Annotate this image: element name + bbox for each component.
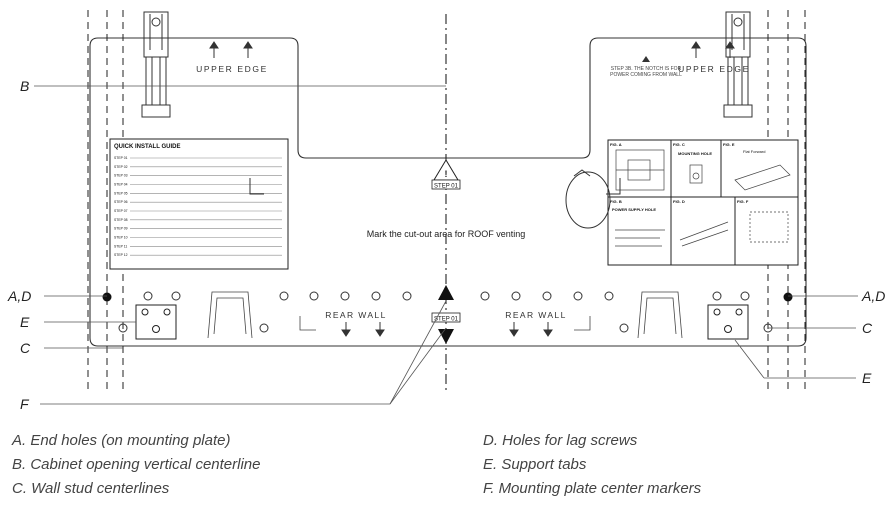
roof-venting-note: Mark the cut-out area for ROOF venting (367, 229, 526, 239)
notch-note-line-1: STEP 3B. THE NOTCH IS FOR (611, 66, 682, 72)
step-01-warning-icon: ! (431, 159, 461, 190)
step-01-label-bottom: STEP 01 (434, 317, 459, 323)
support-tab-right (707, 304, 749, 340)
notch-arrow-icon (642, 56, 650, 62)
legend-item-d: D. Holes for lag screws (483, 432, 638, 449)
upper-edge-arrows-left (209, 41, 253, 58)
upper-edge-arrows-right (691, 41, 735, 58)
lag-screw-hole-left (102, 292, 112, 302)
fig-c-label: FIG. C (673, 142, 685, 147)
fig-e-label: FIG. E (723, 142, 735, 147)
lag-screw-hole-right (783, 292, 793, 302)
center-marker-up-icon (438, 285, 454, 300)
hanger-bracket-left (141, 11, 171, 118)
guide-title: QUICK INSTALL GUIDE (114, 144, 180, 150)
upper-edge-label-left: UPPER EDGE (196, 64, 268, 74)
guide-step-label: STEP 07 (114, 209, 128, 213)
hanger-bracket-right (723, 11, 753, 118)
callout-e-right: E (862, 370, 872, 386)
rear-wall-label-right: REAR WALL (505, 310, 566, 320)
fig-a-label: FIG. A (610, 142, 622, 147)
power-cord-notch (573, 169, 591, 177)
guide-steps: STEP 01 STEP 02 STEP 03 STEP 04 STEP 05 STEP … (114, 156, 282, 257)
legend-item-e: E. Support tabs (483, 456, 587, 473)
fig-b-label: FIG. B (610, 199, 622, 204)
guide-step-label: STEP 01 (114, 156, 128, 160)
callout-c-right: C (862, 320, 873, 336)
support-tab-left (135, 304, 177, 340)
bottom-brackets (207, 291, 683, 339)
callout-c-left: C (20, 340, 31, 356)
figure-sketches (615, 149, 791, 247)
callout-e-left: E (20, 314, 30, 330)
fig-d-label: FIG. D (673, 199, 685, 204)
flat-forward-label: Flat Forward (743, 149, 765, 154)
legend-item-f: F. Mounting plate center markers (483, 480, 702, 497)
guide-step-label: STEP 12 (114, 253, 128, 257)
upper-edge-label-right: UPPER EDGE (678, 64, 750, 74)
callout-b: B (20, 78, 30, 94)
guide-step-label: STEP 03 (114, 174, 128, 178)
leader-lines (34, 85, 858, 405)
callout-f: F (20, 396, 29, 412)
center-marker-down-icon (438, 329, 454, 344)
cutout-marks (249, 178, 621, 195)
rear-wall-label-left: REAR WALL (325, 310, 386, 320)
guide-step-label: STEP 02 (114, 165, 128, 169)
legend-item-c: C. Wall stud centerlines (12, 480, 170, 497)
guide-step-label: STEP 05 (114, 191, 128, 195)
svg-text:!: ! (445, 169, 448, 179)
guide-step-label: STEP 11 (114, 244, 127, 248)
mounting-plate-outline (89, 37, 807, 347)
step-01-box-bottom (431, 312, 461, 323)
power-supply-hole-label: POWER SUPPLY HOLE (612, 207, 656, 212)
guide-step-label: STEP 04 (114, 183, 128, 187)
guide-step-label: STEP 10 (114, 236, 128, 240)
figure-labels: FIG. A FIG. C FIG. E FIG. B FIG. D FIG. … (610, 142, 765, 212)
legend-item-a: A. End holes (on mounting plate) (12, 432, 231, 449)
callout-ad-right: A,D (862, 288, 886, 304)
legend-item-b: B. Cabinet opening vertical centerline (12, 456, 261, 473)
figure-grid (607, 139, 799, 266)
mounting-hole-label: MOUNTING HOLE (678, 151, 712, 156)
end-holes (118, 291, 773, 333)
callout-ad-left: A,D (8, 288, 32, 304)
power-cord-oval (565, 171, 611, 229)
guide-step-label: STEP 08 (114, 218, 128, 222)
step-01-label-top: STEP 01 (434, 184, 459, 190)
fig-f-label: FIG. F (737, 199, 749, 204)
guide-step-label: STEP 09 (114, 227, 128, 231)
guide-step-label: STEP 06 (114, 200, 128, 204)
notch-note-line-2: POWER COMING FROM WALL (610, 72, 682, 78)
rear-wall-arrows (341, 322, 553, 337)
